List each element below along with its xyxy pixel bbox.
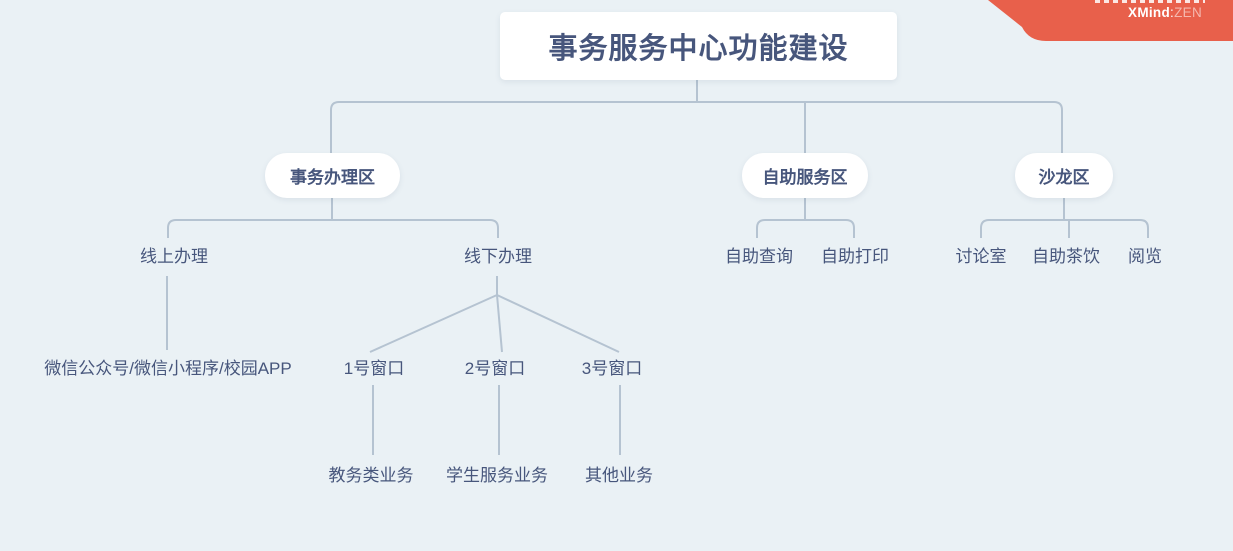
topic-wechat-channels[interactable]: 微信公众号/微信小程序/校园APP	[44, 359, 292, 378]
connector-offline-fan	[369, 276, 620, 353]
topic-academic-affairs-business[interactable]: 教务类业务	[328, 466, 414, 485]
watermark-ribbon	[988, 0, 1233, 41]
topic-affairs-handling-area[interactable]: 事务办理区	[265, 153, 400, 198]
topic-self-service-print[interactable]: 自助打印	[821, 247, 889, 266]
topic-root[interactable]: 事务服务中心功能建设	[500, 12, 897, 80]
connector-branch1-rail	[167, 219, 499, 238]
topic-window-2[interactable]: 2号窗口	[464, 359, 526, 378]
watermark-brand: XMind	[1128, 5, 1171, 20]
connector-window-drops	[372, 385, 621, 455]
topic-online-handling[interactable]: 线上办理	[140, 247, 208, 266]
topic-window-3[interactable]: 3号窗口	[581, 359, 643, 378]
topic-other-business[interactable]: 其他业务	[585, 466, 653, 485]
topic-salon-area[interactable]: 沙龙区	[1015, 153, 1113, 198]
connector-root-rail	[330, 101, 1063, 153]
topic-self-service-area[interactable]: 自助服务区	[742, 153, 868, 198]
clipped-text-fragment	[1095, 0, 1205, 3]
watermark-edition: ZEN	[1174, 5, 1202, 20]
connector-branch2-rail	[756, 219, 855, 238]
topic-reading[interactable]: 阅览	[1128, 247, 1162, 266]
connector-branch3-rail	[980, 219, 1149, 238]
topic-self-service-tea[interactable]: 自助茶饮	[1032, 247, 1100, 266]
topic-student-services-business[interactable]: 学生服务业务	[446, 466, 548, 485]
watermark-brand-text: XMind:ZEN	[1128, 5, 1202, 20]
topic-discussion-room[interactable]: 讨论室	[955, 247, 1007, 266]
topic-window-1[interactable]: 1号窗口	[343, 359, 405, 378]
watermark-separator: :	[1170, 5, 1175, 20]
topic-self-service-query[interactable]: 自助查询	[725, 247, 793, 266]
topic-offline-handling[interactable]: 线下办理	[464, 247, 532, 266]
